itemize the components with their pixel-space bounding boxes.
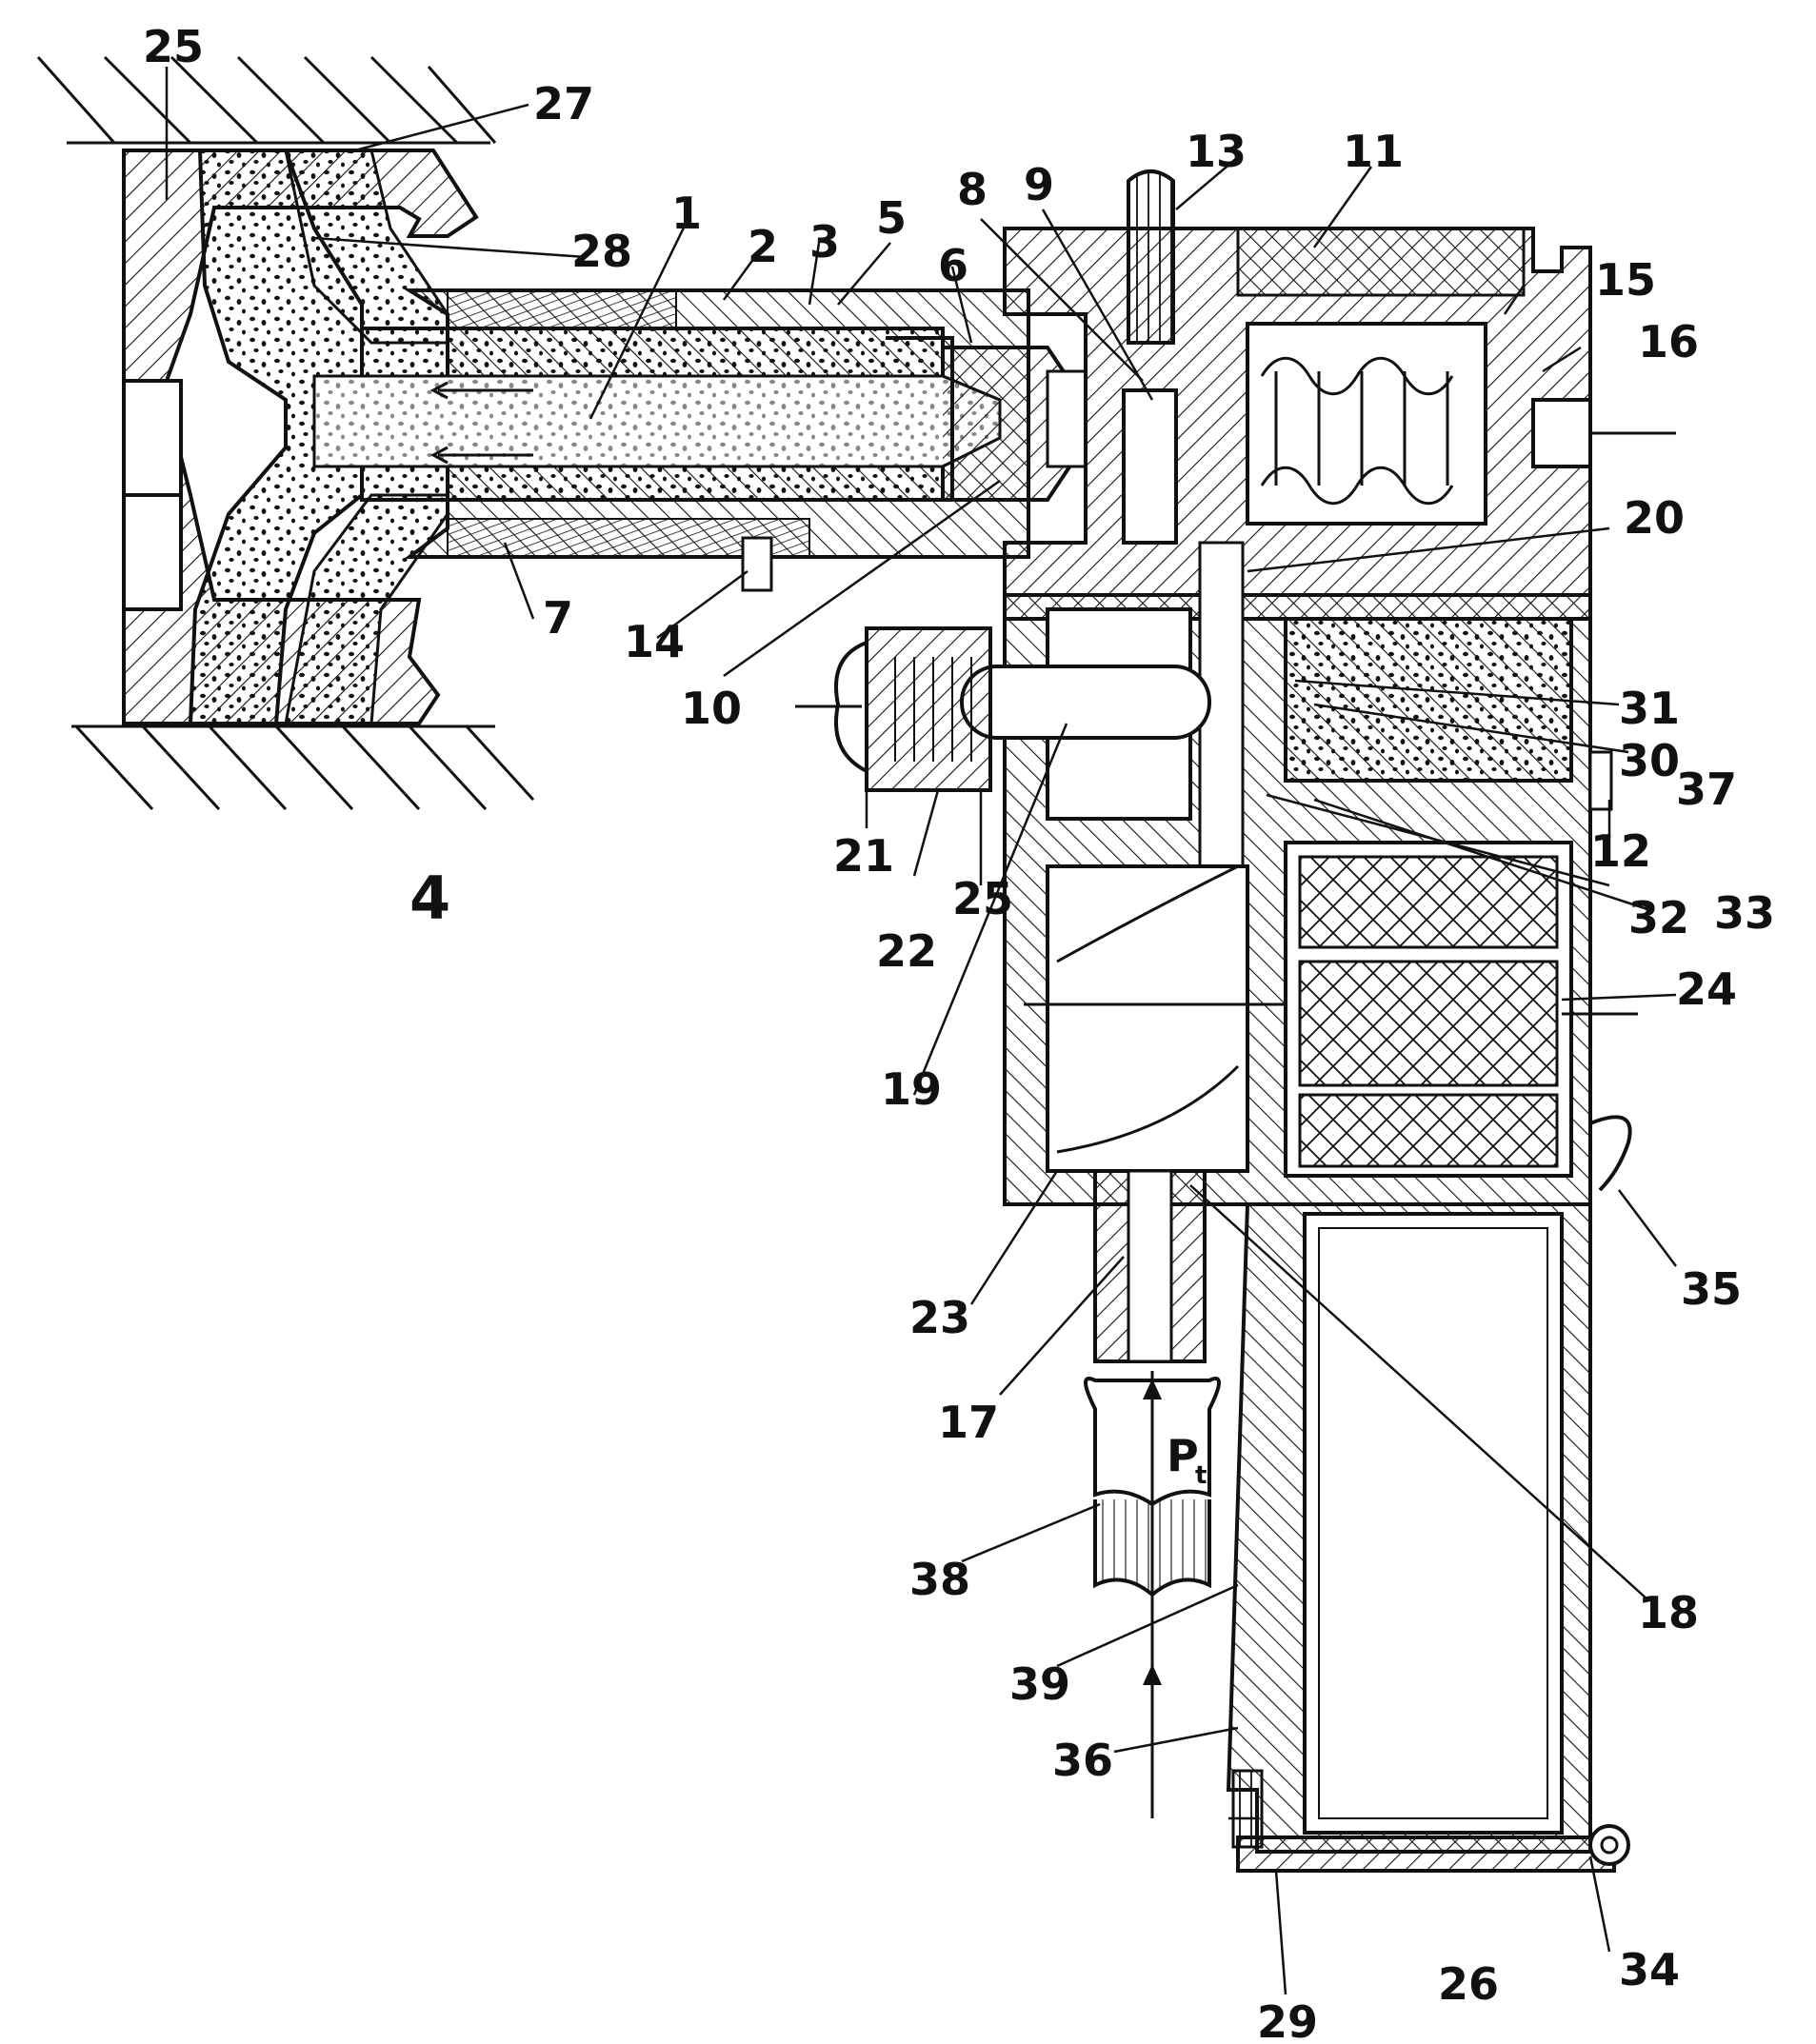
lower-wall-hatching <box>71 726 533 809</box>
callout-12: 12 <box>1590 825 1651 877</box>
callout-38: 38 <box>909 1554 970 1605</box>
callout-5: 5 <box>876 192 907 244</box>
callout-21: 21 <box>833 830 894 882</box>
callout-29: 29 <box>1257 1996 1318 2044</box>
callout-24: 24 <box>1676 963 1737 1015</box>
callout-33: 33 <box>1714 887 1775 939</box>
callout-14: 14 <box>624 616 685 667</box>
callout-32: 32 <box>1628 892 1689 943</box>
callout-25-mid: 25 <box>952 873 1013 924</box>
valve-housing <box>1005 171 1676 619</box>
callout-36: 36 <box>1052 1735 1113 1786</box>
callout-15: 15 <box>1595 254 1656 306</box>
flow-label-main: P <box>1167 1430 1199 1481</box>
flow-label-sub: t <box>1195 1461 1207 1490</box>
callout-18: 18 <box>1638 1587 1699 1638</box>
callout-2: 2 <box>748 221 778 272</box>
callout-26: 26 <box>1438 1958 1499 2010</box>
callout-20: 20 <box>1624 492 1685 544</box>
callout-31: 31 <box>1619 683 1680 734</box>
upper-wall-hatching <box>38 57 495 143</box>
callout-8: 8 <box>957 164 988 215</box>
callout-4: 4 <box>409 863 450 933</box>
callout-17: 17 <box>938 1397 999 1448</box>
callout-19: 19 <box>881 1063 942 1115</box>
callout-25-top: 25 <box>143 21 204 72</box>
callout-6: 6 <box>938 240 968 291</box>
callout-37: 37 <box>1676 764 1737 815</box>
callout-10: 10 <box>681 683 742 734</box>
callout-11: 11 <box>1343 126 1404 177</box>
battery-compartment <box>1228 1204 1628 1871</box>
callout-39: 39 <box>1009 1658 1070 1710</box>
callout-27: 27 <box>533 78 594 129</box>
callout-13: 13 <box>1186 126 1247 177</box>
callout-9: 9 <box>1024 159 1054 210</box>
callout-22: 22 <box>876 925 937 977</box>
callout-23: 23 <box>909 1292 970 1343</box>
callout-1: 1 <box>671 188 702 239</box>
callout-7: 7 <box>543 592 573 644</box>
callout-34: 34 <box>1619 1944 1680 1995</box>
callout-16: 16 <box>1638 316 1699 367</box>
callout-30: 30 <box>1619 735 1680 786</box>
callout-28: 28 <box>571 226 632 277</box>
inlet-fitting <box>1086 1171 1219 1818</box>
callout-35: 35 <box>1681 1263 1742 1315</box>
callout-3: 3 <box>809 216 840 268</box>
